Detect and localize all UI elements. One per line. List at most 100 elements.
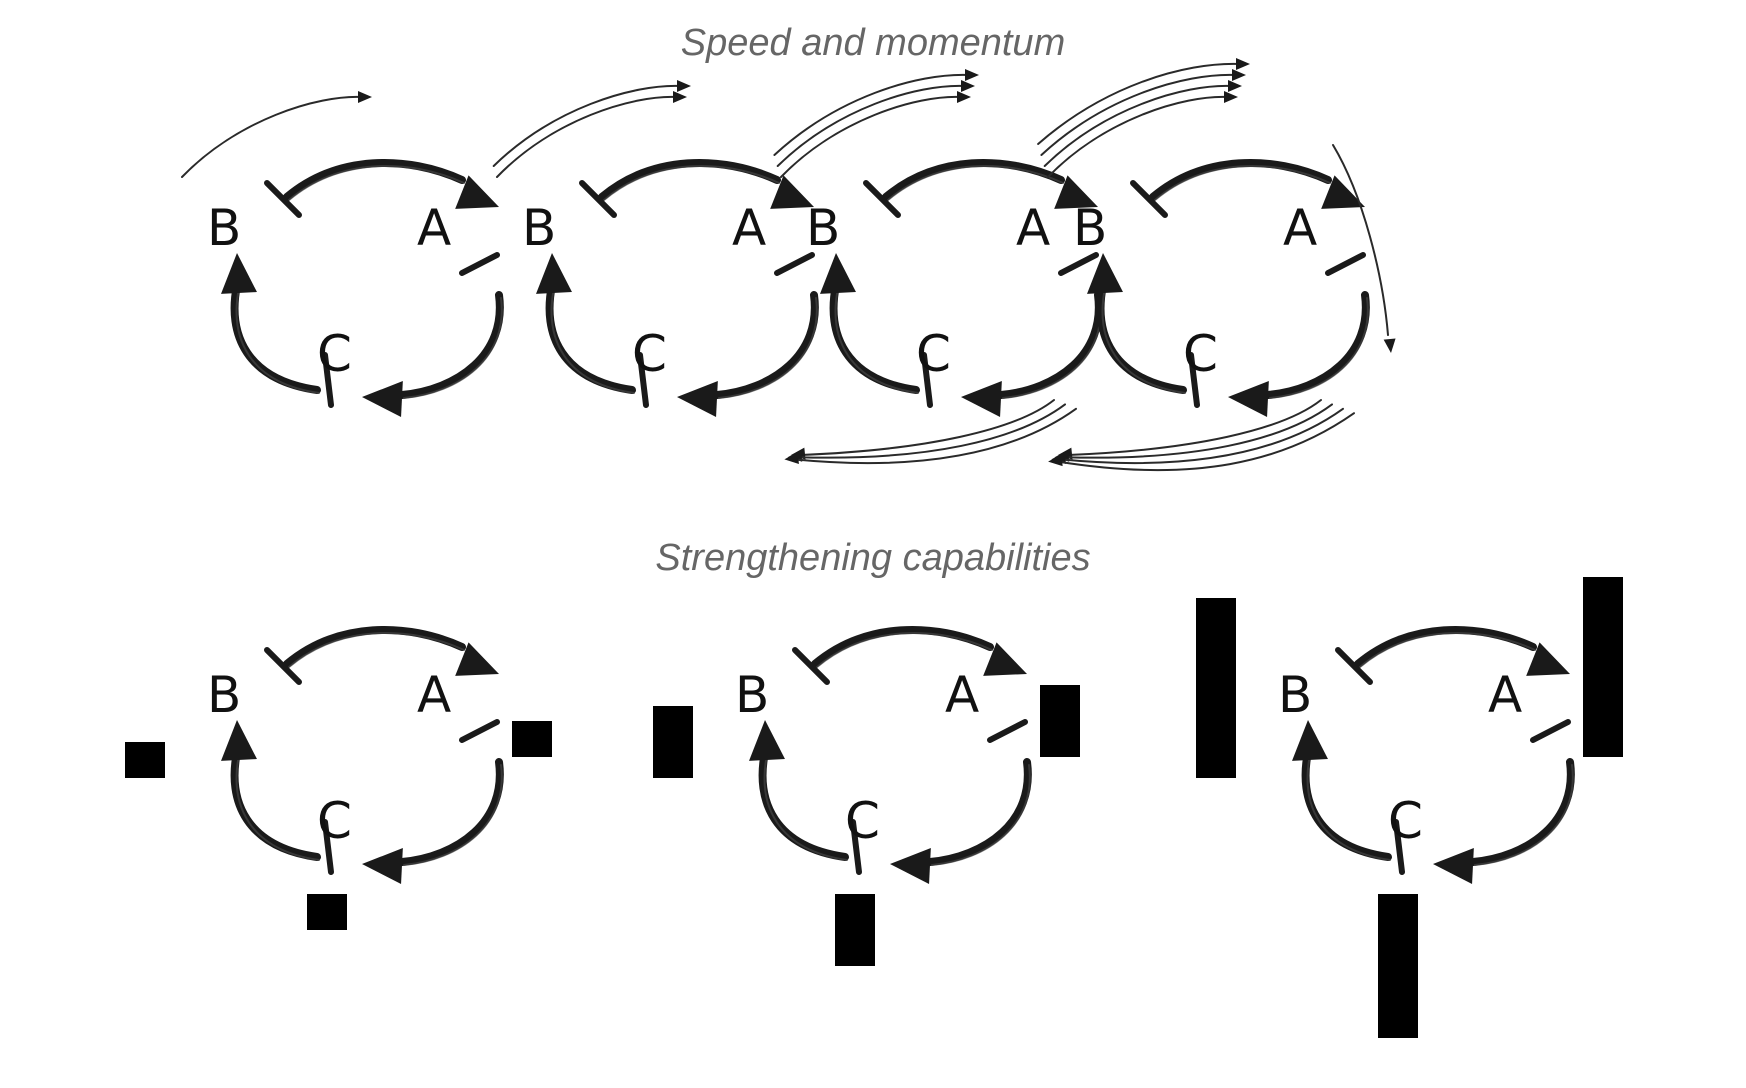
node-b-label: B (735, 666, 769, 724)
momentum-b-a-line (1040, 73, 1237, 156)
momentum-b-a-arrowhead (673, 91, 687, 103)
arc-a-to-c-texture (1269, 297, 1369, 399)
momentum-a-c-line (1057, 412, 1355, 472)
momentum-a-c-line (793, 407, 1077, 465)
arc-a-to-c-arrowhead (1228, 381, 1269, 417)
node-a-label: A (1488, 666, 1522, 724)
node-c-label: C (632, 325, 667, 383)
node-b-label: B (1073, 199, 1107, 257)
momentum-b-a-arrowhead (358, 91, 372, 103)
momentum-b-a-arrowhead (1228, 80, 1242, 92)
arc-b-to-a-inhibit-bar (264, 647, 302, 685)
arc-c-to-b (230, 281, 321, 394)
arc-c-to-b (1096, 281, 1187, 394)
arc-a-to-c-inhibit-bar (1058, 252, 1099, 276)
momentum-a-c-line (800, 399, 1055, 456)
arc-a-to-c-inhibit-bar (459, 719, 500, 743)
capability-a-bar (1040, 685, 1080, 757)
momentum-a-c-arrowhead (784, 452, 799, 464)
strength-loop-2: B A C (653, 625, 1080, 966)
node-a-label: A (417, 666, 451, 724)
arc-b-to-a-texture (816, 631, 993, 668)
arc-c-to-b-inhibit-bar (921, 352, 933, 408)
arc-b-to-a (811, 625, 994, 668)
node-a-label: A (945, 666, 979, 724)
arc-a-to-c-arrowhead (961, 381, 1002, 417)
node-c-label: C (1388, 792, 1423, 850)
arc-a-to-c-texture (1474, 764, 1574, 866)
arc-a-to-c-inhibit-bar (774, 252, 815, 276)
arc-c-to-b-arrowhead (221, 253, 257, 294)
node-c-label: C (845, 792, 880, 850)
arc-a-to-c (1264, 291, 1370, 399)
arc-c-to-b (230, 748, 321, 861)
momentum-b-a-arrowhead (1232, 69, 1246, 81)
arc-c-to-b-texture (1101, 287, 1186, 394)
arc-a-to-c-texture (718, 297, 818, 399)
arc-a-to-c (926, 758, 1032, 866)
arc-b-to-a-arrowhead (983, 642, 1027, 676)
arc-b-to-a-arrowhead (455, 642, 499, 676)
arc-c-to-b (758, 748, 849, 861)
arc-c-to-b-inhibit-bar (637, 352, 649, 408)
arc-a-to-c-inhibit-bar (1530, 719, 1571, 743)
arc-a-to-c-inhibit-bar (459, 252, 500, 276)
momentum-a-c-line (1063, 403, 1333, 459)
momentum-b-a-line (776, 84, 966, 167)
arc-b-to-a-arrowhead (455, 175, 499, 209)
arc-a-to-c (1469, 758, 1575, 866)
arc-c-to-b-arrowhead (1292, 720, 1328, 761)
node-b-label: B (806, 199, 840, 257)
arc-a-to-c-texture (403, 764, 503, 866)
arc-a-to-c (398, 758, 504, 866)
capability-a-bar (1583, 577, 1623, 757)
arc-b-to-a (1149, 158, 1332, 201)
arc-c-to-b (545, 281, 636, 394)
arc-c-to-b-inhibit-bar (1188, 352, 1200, 408)
arc-b-to-a (1354, 625, 1537, 668)
arc-c-to-b-texture (763, 754, 848, 861)
arc-b-to-a-texture (1154, 164, 1331, 201)
speed-section-title: Speed and momentum (680, 22, 1066, 64)
capability-c-bar (1378, 894, 1418, 1038)
arc-b-to-a-inhibit-bar (863, 180, 901, 218)
arc-a-to-c (713, 291, 819, 399)
arc-c-to-b-arrowhead (536, 253, 572, 294)
arc-b-to-a-arrowhead (1054, 175, 1098, 209)
arc-c-to-b-arrowhead (221, 720, 257, 761)
arc-c-to-b-texture (235, 754, 320, 861)
node-c-label: C (317, 325, 352, 383)
node-a-label: A (732, 199, 766, 257)
arc-b-to-a (283, 625, 466, 668)
arc-c-to-b-arrowhead (749, 720, 785, 761)
momentum-b-a-arrowhead (1236, 58, 1250, 70)
arc-c-to-b-inhibit-bar (850, 819, 862, 875)
arc-b-to-a-inhibit-bar (1130, 180, 1168, 218)
arc-b-to-a-texture (887, 164, 1064, 201)
momentum-c-b-arrowhead (1383, 338, 1396, 353)
arc-b-to-a-arrowhead (1321, 175, 1365, 209)
node-b-label: B (522, 199, 556, 257)
arc-a-to-c (398, 291, 504, 399)
arc-c-to-b-arrowhead (1087, 253, 1123, 294)
arc-a-to-c-inhibit-bar (987, 719, 1028, 743)
momentum-b-a-line (780, 95, 962, 178)
arc-a-to-c-arrowhead (362, 848, 403, 884)
node-a-label: A (1283, 199, 1317, 257)
node-b-label: B (207, 666, 241, 724)
momentum-a-c-line (1067, 399, 1322, 456)
arc-c-to-b-texture (235, 287, 320, 394)
arc-b-to-a-arrowhead (770, 175, 814, 209)
arc-b-to-a-texture (288, 631, 465, 668)
arc-b-to-a-texture (603, 164, 780, 201)
arc-a-to-c-inhibit-bar (1325, 252, 1366, 276)
momentum-b-a-arrowhead (957, 91, 971, 103)
momentum-b-a-line (181, 95, 363, 178)
momentum-a-c-line (1060, 407, 1344, 465)
arc-a-to-c-texture (931, 764, 1031, 866)
